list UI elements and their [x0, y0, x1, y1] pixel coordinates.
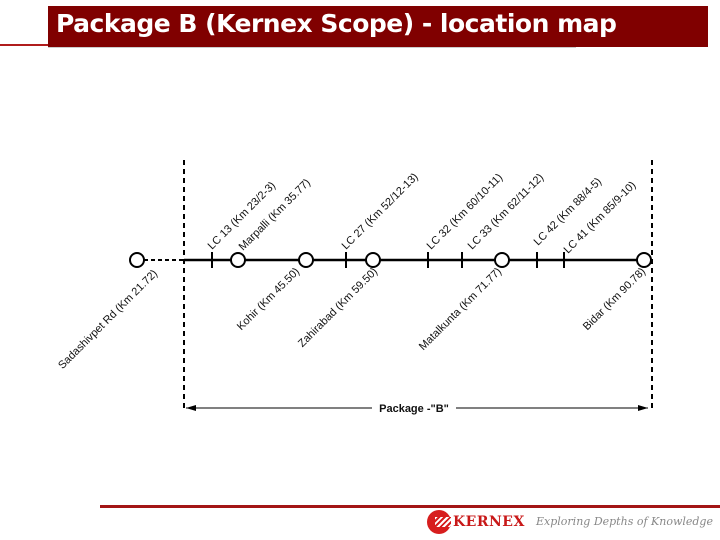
header-left-rule — [0, 44, 48, 46]
lc-label: LC 42 (Km 88/4-5) — [532, 176, 604, 248]
footer-rule — [100, 505, 720, 508]
logo-text: KERNEX — [453, 514, 525, 530]
lc-label: LC 32 (Km 60/10-11) — [425, 172, 506, 253]
kernex-logo-icon — [427, 510, 451, 534]
page-title: Package B (Kernex Scope) - location map — [56, 9, 617, 38]
station-label: Bidar (Km 90.78) — [581, 266, 648, 333]
tagline: Exploring Depths of Knowledge — [536, 515, 713, 528]
station-label: Zahirabad (Km 59.50) — [296, 266, 380, 350]
station-markers — [129, 252, 652, 268]
lc-label: LC 27 (Km 52/12-13) — [340, 171, 421, 252]
package-label: Package -"B" — [379, 403, 449, 415]
station-label: Sadashivpet Rd (Km 21.72) — [56, 268, 160, 372]
level-crossing-ticks — [211, 252, 565, 268]
arrowhead-right-icon — [638, 405, 648, 411]
kernex-logo: KERNEX — [427, 510, 525, 534]
header-under-rule — [48, 47, 576, 48]
lc-label: LC 41 (Km 85/9-10) — [562, 179, 639, 256]
arrowhead-left-icon — [186, 405, 196, 411]
station-label: Matalkunta (Km 71.77) — [417, 266, 504, 353]
station-label: Kohir (Km 45.50) — [235, 266, 302, 333]
title-band — [48, 6, 708, 47]
